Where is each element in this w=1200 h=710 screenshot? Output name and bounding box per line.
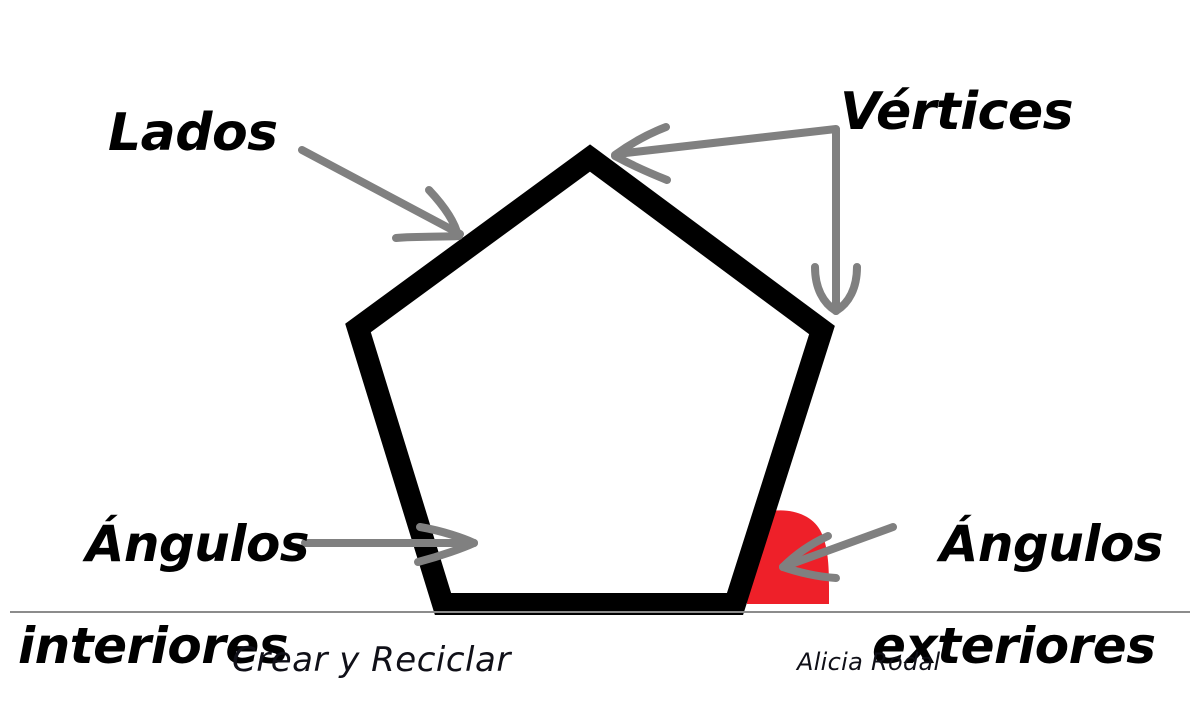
label-angulos-interiores-line1: Ángulos [85, 515, 310, 573]
exteriores-arrow [779, 523, 897, 582]
label-angulos-interiores: Ángulos interiores [18, 468, 310, 710]
label-vertices: Vértices [840, 82, 1074, 142]
vertices-arrow-left [611, 123, 840, 184]
interiores-arrow [301, 523, 478, 566]
label-lados: Lados [108, 103, 278, 163]
lados-arrow [298, 146, 464, 242]
label-angulos-exteriores-line1: Ángulos [939, 515, 1164, 573]
vertices-arrow-down [811, 126, 861, 315]
label-angulos-exteriores: Ángulos exteriores [872, 468, 1164, 710]
pentagon-outline [345, 144, 835, 615]
label-angulos-exteriores-line2: exteriores [872, 617, 1156, 675]
footer-author: Alicia Rodal [797, 648, 941, 676]
label-angulos-interiores-line2: interiores [18, 617, 289, 675]
footer-brand: Crear y Reciclar [232, 640, 511, 680]
